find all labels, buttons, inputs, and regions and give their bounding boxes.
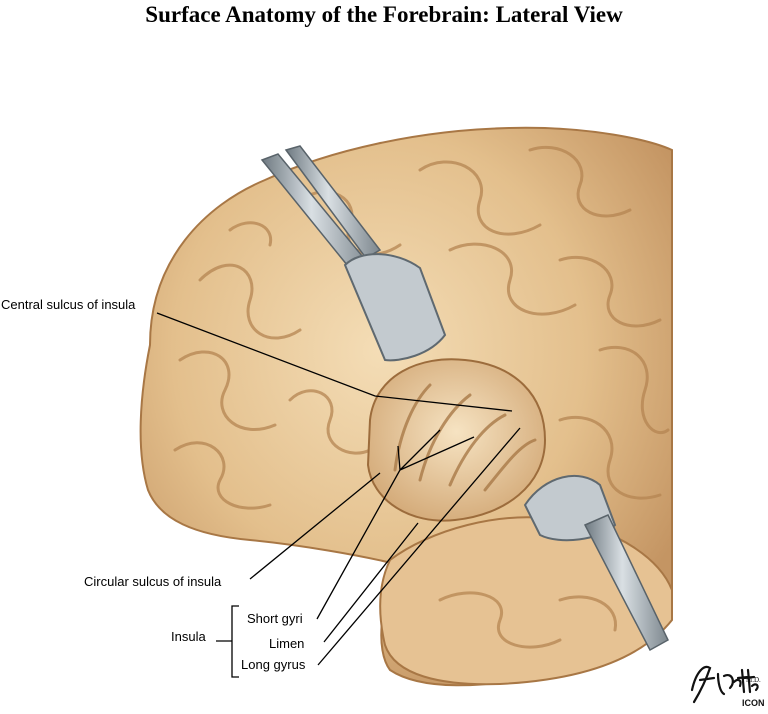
label-long-gyrus: Long gyrus xyxy=(241,657,306,672)
insula-gyri xyxy=(393,383,537,492)
temporal-lobe xyxy=(379,516,673,686)
label-central-sulcus-of-insula: Central sulcus of insula xyxy=(1,297,136,312)
lower-retractor xyxy=(523,475,669,652)
insula-region xyxy=(366,358,547,522)
leader-line-circular-sulcus xyxy=(249,472,381,580)
leader-line-short-gyri xyxy=(316,429,475,620)
upper-retractor xyxy=(260,145,447,362)
netter-signature-logo: M.D. ICON xyxy=(690,665,764,708)
leader-line-long-gyrus xyxy=(317,427,521,666)
page-title: Surface Anatomy of the Forebrain: Latera… xyxy=(145,2,623,27)
label-insula: Insula xyxy=(171,629,206,644)
label-short-gyri: Short gyri xyxy=(247,611,303,626)
label-circular-sulcus-of-insula: Circular sulcus of insula xyxy=(84,574,222,589)
svg-text:M.D.: M.D. xyxy=(746,676,761,684)
svg-text:ICON: ICON xyxy=(742,698,764,708)
leader-line-limen xyxy=(323,522,419,643)
leader-lines xyxy=(156,312,521,678)
label-limen: Limen xyxy=(269,636,305,651)
leader-line-central-sulcus xyxy=(156,312,513,412)
insula-bracket xyxy=(216,605,239,678)
